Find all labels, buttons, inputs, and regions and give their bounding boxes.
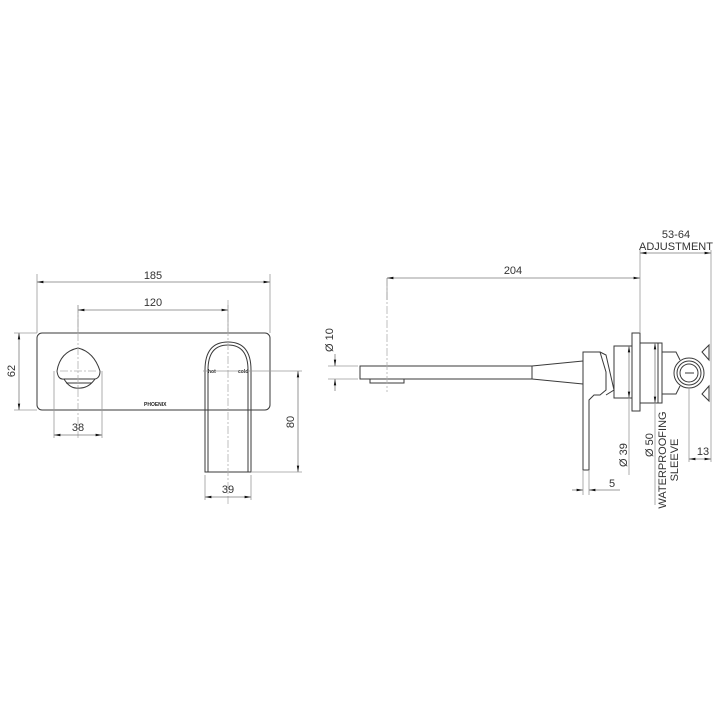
brand-text: PHOENIX [144,402,167,408]
dim-adjustment-value: 53-64 [662,229,690,241]
dim-sleeve-dia: Ø 50 [644,433,656,457]
front-view: hot cold PHOENIX 185 120 62 38 39 80 [6,270,302,505]
side-view: 204 53-64 ADJUSTMENT Ø 10 Ø 39 Ø 50 WATE… [324,229,713,509]
cold-label: cold [238,369,248,375]
dim-body-dia: Ø 39 [618,443,630,467]
spout-side-icon [359,278,584,392]
spout-front-icon [204,300,252,505]
handle-icon [56,305,101,438]
dim-spout-dia: Ø 10 [324,328,336,352]
dim-spout-reach: 204 [504,265,522,277]
sleeve-label-line2: SLEEVE [669,439,681,482]
dim-offset: 13 [697,446,709,458]
hot-label: hot [208,369,216,375]
dim-height: 62 [6,365,18,377]
dim-overall-width: 185 [144,270,162,282]
dim-handle-width: 38 [72,422,84,434]
dim-plate-thickness: 5 [609,478,615,490]
wall-plate [36,332,271,411]
dim-centers: 120 [144,297,162,309]
mixer-body-icon [582,332,681,471]
dim-spout-width: 39 [222,484,234,496]
sleeve-label-line1: WATERPROOFING [657,411,669,508]
dim-spout-drop: 80 [285,416,297,428]
dim-adjustment-label: ADJUSTMENT [639,241,713,253]
cartridge-icon [673,343,710,403]
